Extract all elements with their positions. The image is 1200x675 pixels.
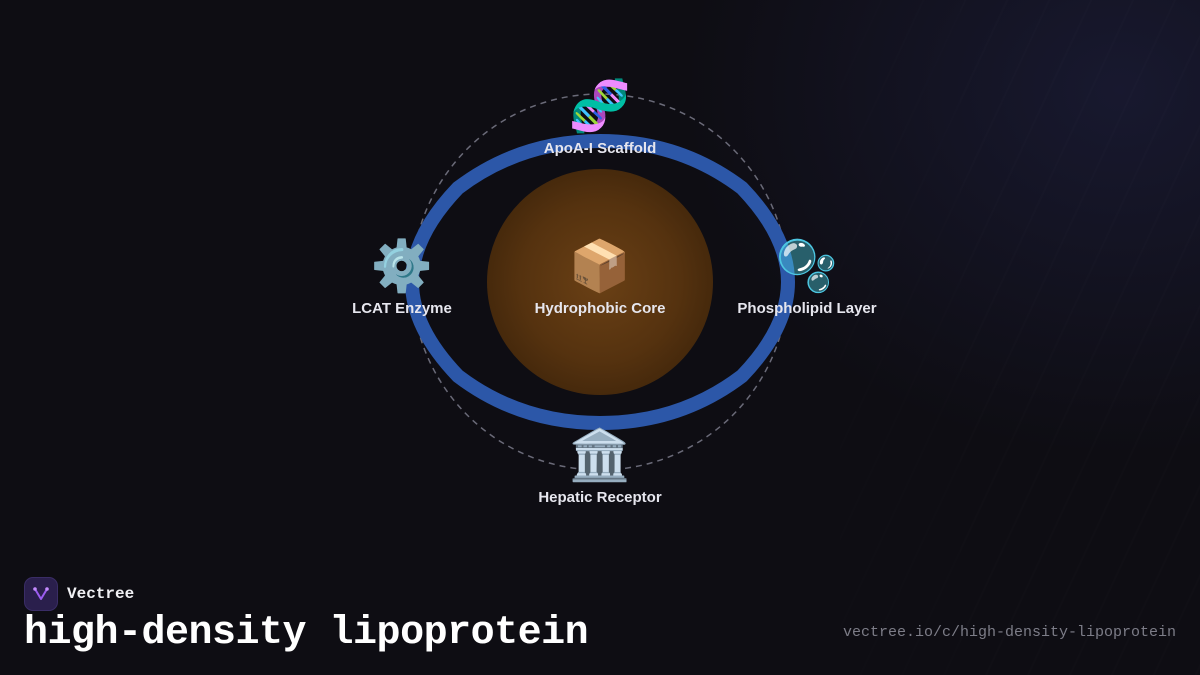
bubbles-icon: 🫧 [775, 237, 839, 295]
hydrophobic-core-sphere [487, 169, 713, 395]
node-hydrophobic-core: 📦 Hydrophobic Core [490, 238, 710, 317]
node-apoa1-scaffold: 🧬 ApoA-I Scaffold [490, 78, 710, 157]
node-label: Phospholipid Layer [737, 300, 877, 317]
brand: Vectree [24, 577, 134, 611]
source-url[interactable]: vectree.io/c/high-density-lipoprotein [842, 624, 1176, 641]
brand-name: Vectree [67, 585, 135, 603]
apoa1-ring [405, 134, 795, 430]
node-label: ApoA-I Scaffold [543, 140, 657, 157]
dna-icon: 🧬 [568, 77, 632, 135]
gear-icon: ⚙️ [370, 237, 434, 295]
page-title: high-density lipoprotein [24, 611, 589, 656]
node-lcat-enzyme: ⚙️ LCAT Enzyme [292, 238, 512, 317]
node-label: Hepatic Receptor [538, 489, 662, 506]
node-phospholipid-layer: 🫧 Phospholipid Layer [697, 238, 917, 317]
package-icon: 📦 [568, 237, 632, 295]
node-hepatic-receptor: 🏛️ Hepatic Receptor [490, 427, 710, 506]
vectree-logo-icon [24, 577, 58, 611]
classical-building-icon: 🏛️ [568, 426, 632, 484]
node-label: LCAT Enzyme [352, 300, 452, 317]
node-label: Hydrophobic Core [534, 300, 666, 317]
